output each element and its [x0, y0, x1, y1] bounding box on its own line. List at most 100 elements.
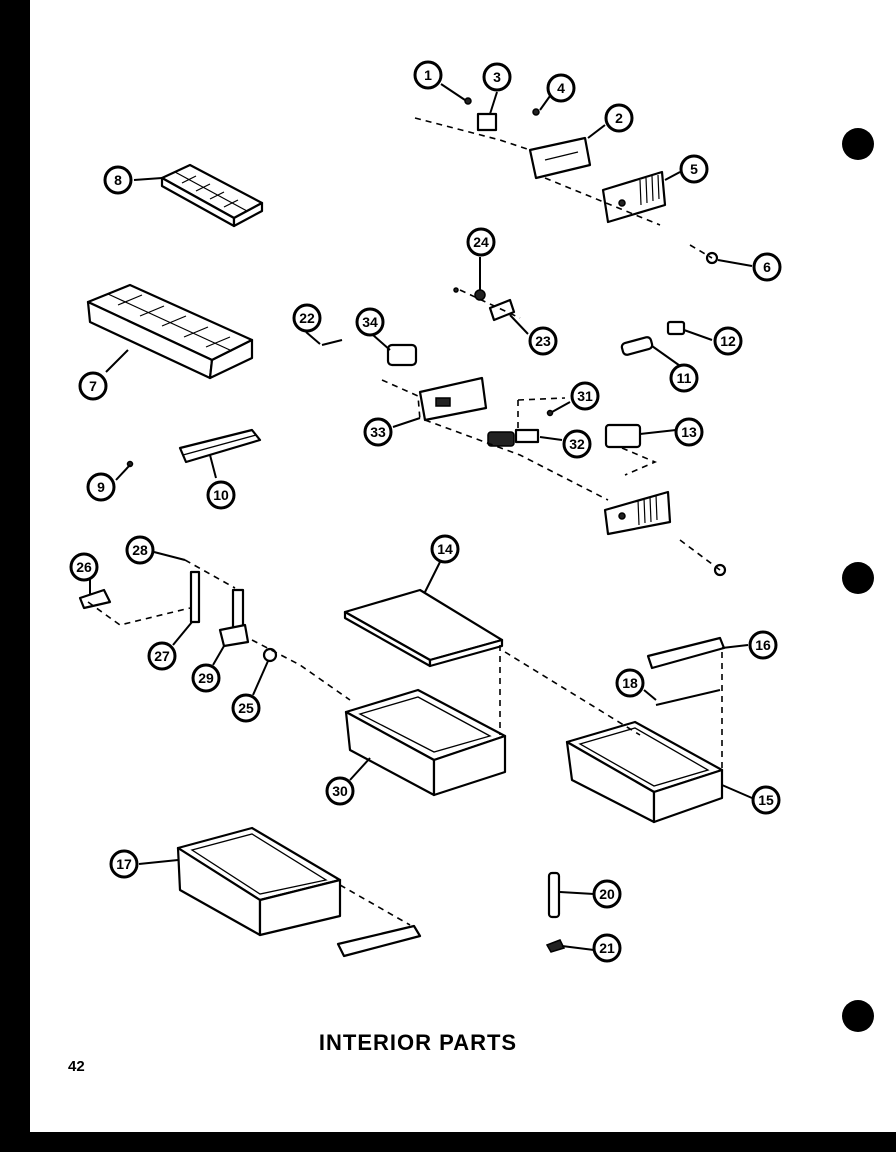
part-control-plate — [418, 376, 488, 422]
callout-circle — [125, 535, 155, 565]
callout-30: 30 — [325, 776, 355, 806]
binder-hole-bottom — [842, 1000, 874, 1032]
callout-22: 22 — [292, 303, 322, 333]
callout-23: 23 — [528, 326, 558, 356]
part-crisper-cover — [343, 588, 504, 668]
callout-9: 9 — [86, 472, 116, 502]
callout-circle — [86, 472, 116, 502]
callout-number: 32 — [569, 436, 585, 452]
callout-16: 16 — [748, 630, 778, 660]
callout-circle — [679, 154, 709, 184]
callout-32: 32 — [562, 429, 592, 459]
part-light-shield — [604, 423, 642, 449]
callout-circle — [604, 103, 634, 133]
callout-25: 25 — [231, 693, 261, 723]
callout-number: 8 — [114, 172, 122, 188]
callout-2: 2 — [604, 103, 634, 133]
binder-hole-top — [842, 128, 874, 160]
callout-24: 24 — [466, 227, 496, 257]
callout-14: 14 — [430, 534, 460, 564]
part-pan-30 — [344, 688, 507, 797]
callout-circle — [752, 252, 782, 282]
callout-circle — [78, 371, 108, 401]
callout-12: 12 — [713, 326, 743, 356]
callout-number: 33 — [370, 424, 386, 440]
callout-10: 10 — [206, 480, 236, 510]
callout-circle — [562, 429, 592, 459]
callout-number: 6 — [763, 259, 771, 275]
callout-number: 9 — [97, 479, 105, 495]
callout-circle — [570, 381, 600, 411]
part-pan-15 — [565, 720, 724, 824]
callout-26: 26 — [69, 552, 99, 582]
callout-number: 11 — [677, 370, 692, 386]
callout-circle — [592, 879, 622, 909]
callout-number: 21 — [599, 940, 615, 956]
diagram-title: INTERIOR PARTS — [318, 1030, 518, 1055]
callout-number: 1 — [424, 67, 432, 83]
callout-circle — [482, 62, 512, 92]
callout-number: 27 — [154, 648, 170, 664]
callout-number: 34 — [362, 314, 378, 330]
callout-5: 5 — [679, 154, 709, 184]
callout-number: 14 — [437, 541, 453, 557]
callout-number: 10 — [213, 487, 229, 503]
callout-number: 26 — [76, 559, 92, 575]
callout-13: 13 — [674, 417, 704, 447]
callout-circle — [413, 60, 443, 90]
callout-circle — [147, 641, 177, 671]
callout-17: 17 — [109, 849, 139, 879]
callout-circle — [751, 785, 781, 815]
callout-number: 18 — [622, 675, 638, 691]
part-support-29 — [218, 588, 250, 648]
part-bezel — [386, 343, 418, 367]
assembly-lines — [87, 117, 723, 926]
binder-hole-middle — [842, 562, 874, 594]
callout-31: 31 — [570, 381, 600, 411]
part-shelf-rail — [126, 428, 262, 468]
callout-15: 15 — [751, 785, 781, 815]
part-lower-control-housing — [603, 490, 727, 577]
callout-21: 21 — [592, 933, 622, 963]
part-ice-tray-large — [86, 283, 254, 380]
callout-3: 3 — [482, 62, 512, 92]
callout-number: 15 — [758, 792, 774, 808]
callout-18: 18 — [615, 668, 645, 698]
callout-number: 3 — [493, 69, 501, 85]
callout-number: 13 — [681, 424, 697, 440]
part-upper-control — [464, 97, 719, 265]
callout-circle — [615, 668, 645, 698]
callout-29: 29 — [191, 663, 221, 693]
callout-number: 28 — [132, 542, 148, 558]
callout-number: 4 — [557, 80, 565, 96]
callout-circle — [206, 480, 236, 510]
part-bracket-26 — [78, 588, 112, 610]
callout-7: 7 — [78, 371, 108, 401]
callout-number: 7 — [89, 378, 97, 394]
callout-circle — [528, 326, 558, 356]
part-rails-16-18 — [646, 636, 726, 706]
callout-4: 4 — [546, 73, 576, 103]
leader-lines — [89, 83, 753, 951]
callout-1: 1 — [413, 60, 443, 90]
callout-circle — [748, 630, 778, 660]
callout-27: 27 — [147, 641, 177, 671]
callout-number: 23 — [535, 333, 551, 349]
part-ice-tray-small — [160, 163, 264, 228]
callout-number: 22 — [299, 310, 315, 326]
part-pan-17 — [176, 826, 342, 937]
callout-20: 20 — [592, 879, 622, 909]
callout-number: 17 — [116, 856, 132, 872]
callout-circle — [713, 326, 743, 356]
callout-number: 5 — [690, 161, 698, 177]
callout-circle — [592, 933, 622, 963]
callout-circle — [231, 693, 261, 723]
callout-circle — [669, 363, 699, 393]
callout-28: 28 — [125, 535, 155, 565]
callout-circle — [292, 303, 322, 333]
part-support-27 — [189, 570, 201, 624]
part-post-20-21 — [545, 871, 566, 953]
callout-circle — [546, 73, 576, 103]
callout-number: 25 — [238, 700, 254, 716]
